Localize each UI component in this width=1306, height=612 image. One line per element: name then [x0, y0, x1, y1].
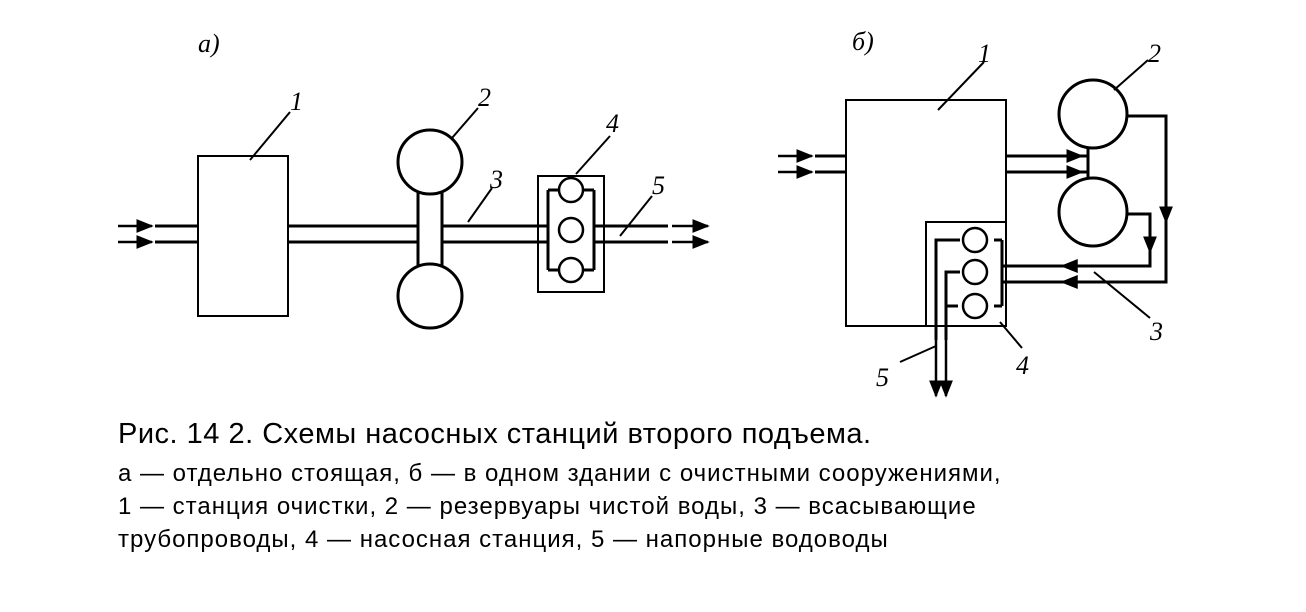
panel-a-inlet-arrows: [118, 219, 154, 249]
panel-a-letter: а): [198, 29, 220, 58]
panel-b-pump-3: [961, 292, 989, 320]
panel-b-label-3: 3: [1149, 317, 1163, 346]
panel-a: а) 1 3 2: [118, 29, 710, 330]
panel-a-pump-1: [557, 176, 585, 204]
panel-a-suction-pipe: [288, 192, 548, 268]
panel-a-label-4: 4: [606, 109, 619, 138]
panel-a-label-1: 1: [290, 87, 303, 116]
panel-b-reservoir-bottom: [1057, 176, 1129, 248]
panel-b-label-2: 2: [1148, 39, 1161, 68]
panel-b-pressure-mains: [929, 340, 953, 398]
panel-b: б) 1 2: [778, 27, 1173, 398]
panel-a-label-3: 3: [489, 165, 503, 194]
panel-b-inlet-arrows: [778, 149, 814, 179]
panel-a-reservoir-bottom: [396, 262, 464, 330]
caption-title: Рис. 14 2. Схемы насосных станций второг…: [118, 418, 872, 450]
panel-b-pump-1: [961, 226, 989, 254]
panel-b-reservoir-top: [1057, 78, 1129, 150]
panel-a-treatment-station: [197, 155, 289, 317]
panel-a-label-2: 2: [478, 83, 491, 112]
panel-b-pumping-station: [925, 221, 1007, 327]
figure-caption: Рис. 14 2. Схемы насосных станций второг…: [118, 418, 1288, 556]
panel-b-letter: б): [852, 27, 874, 56]
panel-a-pump-3: [557, 256, 585, 284]
panel-a-pumping-station: [537, 175, 605, 293]
pumping-station-schemes-diagram: а) 1 3 2: [118, 27, 1173, 398]
panel-a-reservoir-top: [396, 128, 464, 196]
panel-a-label-5: 5: [652, 171, 665, 200]
panel-b-label-5: 5: [876, 363, 889, 392]
caption-line-2: 1 — станция очистки, 2 — резервуары чист…: [118, 493, 977, 520]
caption-line-1: а — отдельно стоящая, б — в одном здании…: [118, 460, 1002, 487]
panel-b-pump-2: [961, 258, 989, 286]
panel-a-pump-2: [557, 216, 585, 244]
caption-line-3: трубопроводы, 4 — насосная станция, 5 — …: [118, 526, 889, 553]
panel-b-label-4: 4: [1016, 351, 1029, 380]
panel-a-pressure-mains: [594, 224, 668, 244]
panel-b-label-1: 1: [978, 39, 991, 68]
